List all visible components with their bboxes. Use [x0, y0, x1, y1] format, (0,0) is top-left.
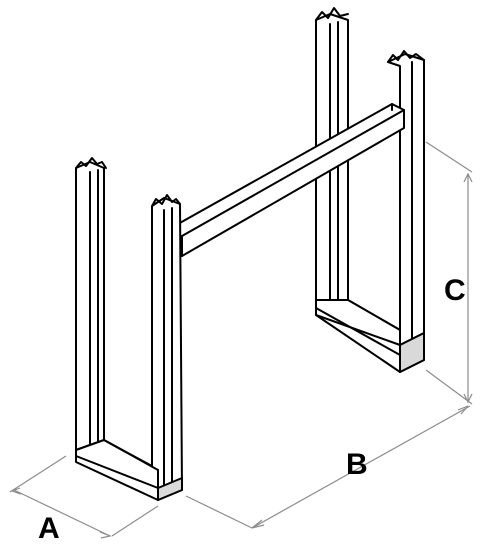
- front-left-u-frame: [75, 157, 183, 501]
- dimension-a-label: A: [38, 512, 60, 545]
- dimension-a-line: [9, 455, 159, 539]
- dimension-c-line: [425, 141, 473, 405]
- dimension-b-line: [185, 405, 471, 529]
- dimension-c-label: C: [444, 274, 466, 307]
- dimension-b-label: B: [346, 448, 368, 481]
- cross-beam: [177, 103, 405, 257]
